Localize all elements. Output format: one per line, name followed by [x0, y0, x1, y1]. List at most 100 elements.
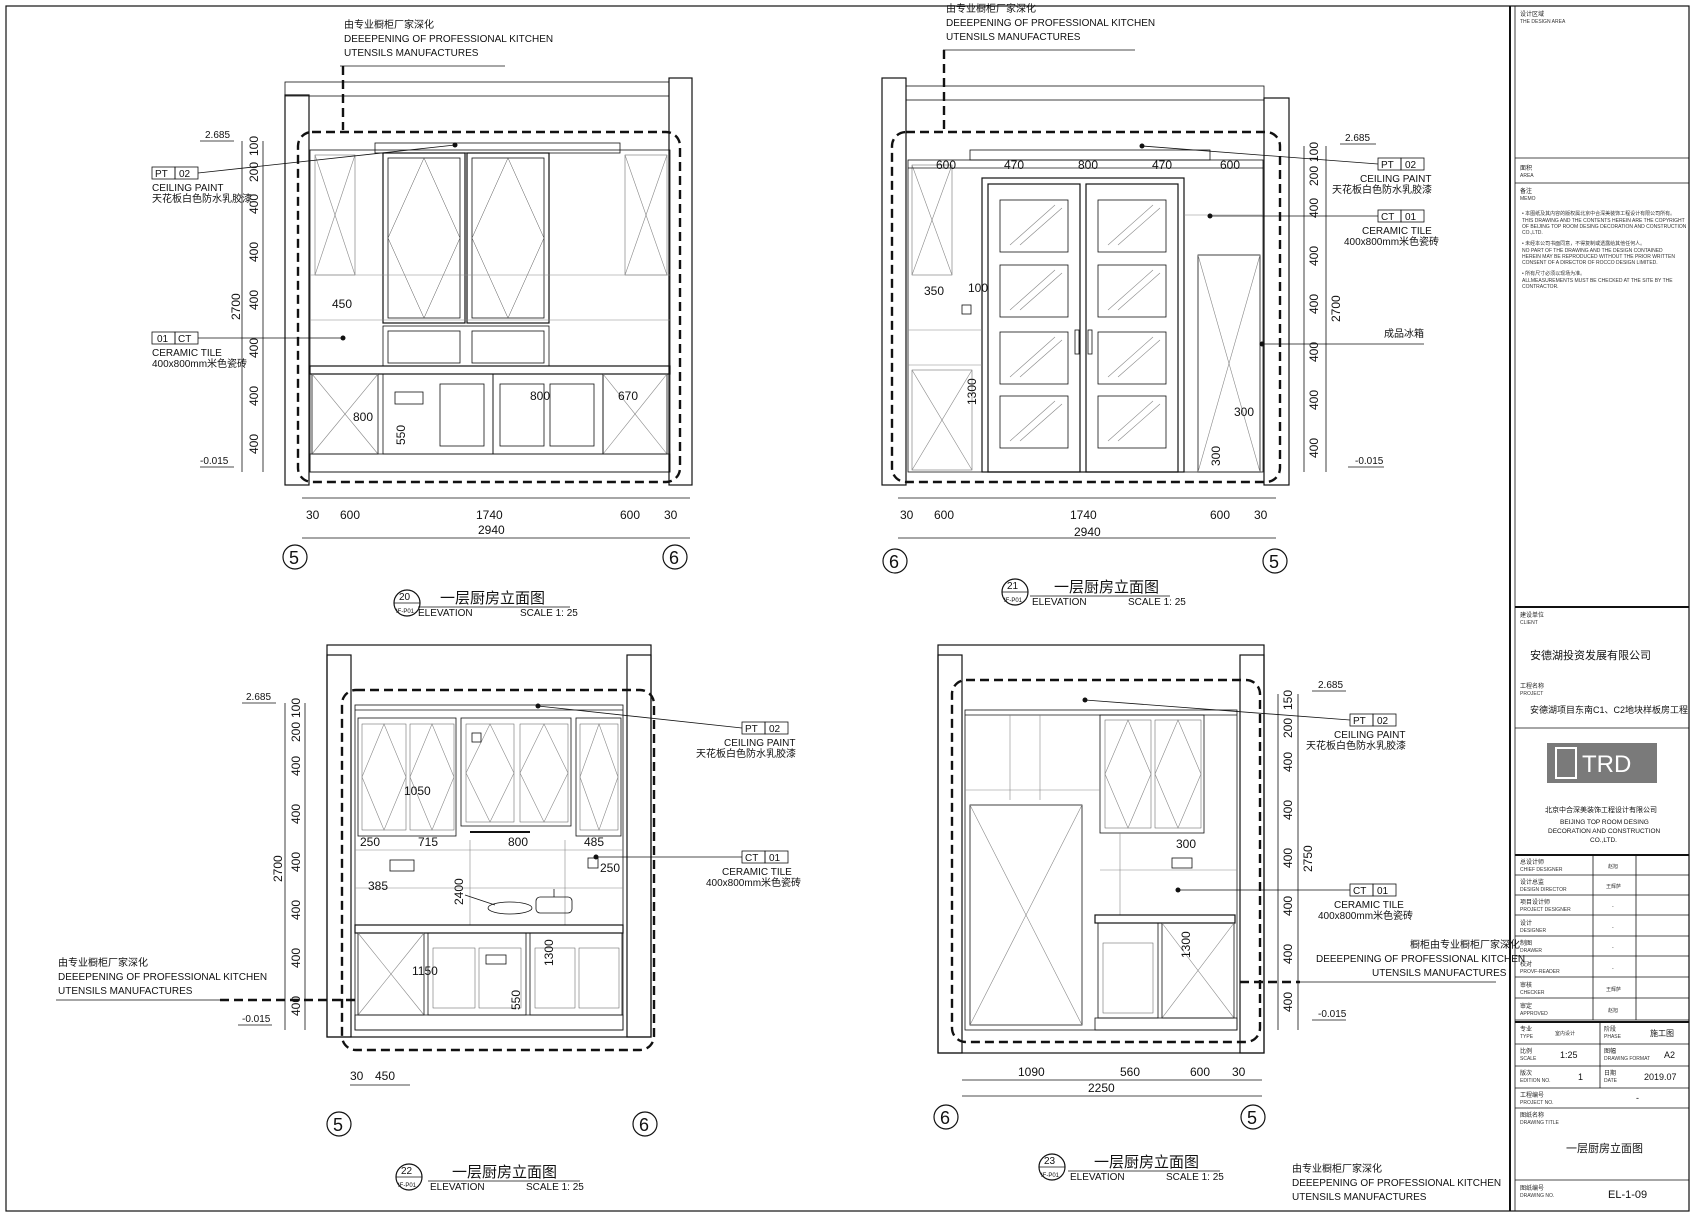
elevation-23: 300 1300 150 200 400 400 400 400 400 400… — [933, 644, 1525, 1203]
svg-text:设计: 设计 — [1520, 919, 1532, 927]
svg-text:470: 470 — [1152, 158, 1172, 172]
tall-cabinet-right — [466, 152, 550, 324]
svg-text:图纸名称: 图纸名称 — [1520, 1111, 1544, 1119]
svg-text:470: 470 — [1004, 158, 1024, 172]
svg-text:IF-P01: IF-P01 — [1004, 598, 1023, 604]
svg-text:APPROVED: APPROVED — [1520, 1011, 1548, 1017]
svg-text:校对: 校对 — [1520, 960, 1532, 968]
svg-text:23: 23 — [1044, 1156, 1056, 1167]
svg-text:20: 20 — [399, 592, 411, 603]
svg-text:6: 6 — [889, 552, 899, 572]
svg-text:400: 400 — [1281, 944, 1295, 964]
elevation-22: 2.685 100 200 400 400 400 400 400 400 27… — [56, 644, 801, 1193]
svg-text:800: 800 — [353, 410, 373, 424]
svg-text:CEILING PAINT: CEILING PAINT — [724, 738, 796, 749]
drawing-number: EL-1-09 — [1608, 1189, 1647, 1201]
svg-text:6: 6 — [940, 1108, 950, 1128]
double-door — [981, 177, 1185, 473]
svg-text:400: 400 — [247, 434, 261, 454]
svg-text:王辉萨: 王辉萨 — [1606, 986, 1621, 993]
svg-text:专业: 专业 — [1520, 1025, 1532, 1033]
svg-text:300: 300 — [1176, 837, 1196, 851]
svg-text:800: 800 — [530, 389, 550, 403]
svg-text:600: 600 — [1190, 1065, 1210, 1079]
svg-text:PROJECT: PROJECT — [1520, 691, 1543, 697]
svg-text:NO PART OF THE DRAWING AND THE: NO PART OF THE DRAWING AND THE DESIGN CO… — [1522, 248, 1663, 254]
svg-text:800: 800 — [508, 835, 528, 849]
svg-text:EDITION NO.: EDITION NO. — [1520, 1078, 1551, 1084]
svg-text:CT: CT — [1353, 886, 1366, 897]
svg-text:MEMO: MEMO — [1520, 196, 1536, 202]
svg-text:CEILING PAINT: CEILING PAINT — [1360, 174, 1432, 185]
svg-text:北京中合深美装饰工程设计有限公司: 北京中合深美装饰工程设计有限公司 — [1545, 805, 1657, 814]
svg-text:DEEEPENING OF PROFESSIONAL KIT: DEEEPENING OF PROFESSIONAL KITCHEN — [58, 972, 267, 983]
kitchen-scope-outline — [890, 130, 1282, 484]
svg-text:DESIGNER: DESIGNER — [1520, 928, 1547, 934]
svg-text:30: 30 — [350, 1069, 364, 1083]
kitchen-scope-outline — [950, 678, 1262, 1044]
svg-text:2.685: 2.685 — [1318, 680, 1343, 691]
svg-text:30: 30 — [1232, 1065, 1246, 1079]
svg-text:DEEEPENING OF PROFESSIONAL KIT: DEEEPENING OF PROFESSIONAL KITCHEN — [1316, 954, 1525, 965]
svg-text:CERAMIC TILE: CERAMIC TILE — [1334, 900, 1404, 911]
svg-text:UTENSILS MANUFACTURES: UTENSILS MANUFACTURES — [58, 986, 193, 997]
svg-text:-0.015: -0.015 — [1318, 1009, 1347, 1020]
svg-text:DRAWING TITLE: DRAWING TITLE — [1520, 1120, 1560, 1126]
svg-text:SCALE 1: 25: SCALE 1: 25 — [1166, 1172, 1224, 1183]
svg-text:UTENSILS MANUFACTURES: UTENSILS MANUFACTURES — [1292, 1192, 1427, 1203]
ceiling-slab — [284, 81, 670, 97]
svg-text:100: 100 — [1307, 142, 1321, 162]
svg-text:PHASE: PHASE — [1604, 1034, 1622, 1040]
svg-text:400: 400 — [247, 338, 261, 358]
svg-text:项目设计师: 项目设计师 — [1520, 898, 1550, 906]
svg-text:550: 550 — [509, 990, 523, 1010]
svg-text:天花板白色防水乳胶漆: 天花板白色防水乳胶漆 — [152, 192, 252, 205]
svg-text:PT: PT — [1353, 716, 1366, 727]
svg-text:400x800mm米色瓷砖: 400x800mm米色瓷砖 — [1344, 235, 1439, 248]
kitchen-scope-outline — [296, 130, 682, 484]
svg-text:制图: 制图 — [1520, 939, 1532, 947]
svg-text:100: 100 — [289, 698, 303, 718]
svg-text:400: 400 — [247, 386, 261, 406]
svg-text:450: 450 — [375, 1069, 395, 1083]
svg-text:DEEEPENING OF PROFESSIONAL KIT: DEEEPENING OF PROFESSIONAL KITCHEN — [1292, 1178, 1501, 1189]
svg-text:600: 600 — [936, 158, 956, 172]
view-title: 一层厨房立面图 — [1054, 579, 1159, 596]
svg-text:200: 200 — [1307, 166, 1321, 186]
svg-text:400: 400 — [1281, 992, 1295, 1012]
elevation-20: 由专业橱柜厂家深化 DEEEPENING OF PROFESSIONAL KIT… — [151, 18, 693, 619]
svg-text:400: 400 — [289, 852, 303, 872]
svg-text:PT: PT — [1381, 160, 1394, 171]
svg-text:天花板白色防水乳胶漆: 天花板白色防水乳胶漆 — [1332, 183, 1432, 196]
fridge — [1197, 254, 1261, 473]
svg-text:DRAWING FORMAT: DRAWING FORMAT — [1604, 1056, 1650, 1062]
svg-text:TYPE: TYPE — [1520, 1034, 1534, 1040]
svg-text:1300: 1300 — [965, 378, 979, 405]
svg-text:CO.,LTD.: CO.,LTD. — [1522, 230, 1543, 236]
svg-text:ELEVATION: ELEVATION — [1032, 597, 1087, 608]
svg-text:01: 01 — [157, 334, 169, 345]
svg-text:审定: 审定 — [1520, 1002, 1532, 1010]
svg-text:600: 600 — [934, 508, 954, 522]
svg-text:1: 1 — [1578, 1072, 1583, 1082]
svg-text:1300: 1300 — [542, 939, 556, 966]
svg-text:01: 01 — [1405, 212, 1417, 223]
svg-text:室内设计: 室内设计 — [1555, 1030, 1575, 1037]
sheet-border — [5, 5, 1690, 1212]
svg-text:CERAMIC TILE: CERAMIC TILE — [722, 867, 792, 878]
svg-text:ELEVATION: ELEVATION — [1070, 1172, 1125, 1183]
svg-text:02: 02 — [769, 724, 781, 735]
svg-text:350: 350 — [924, 284, 944, 298]
svg-text:AREA: AREA — [1520, 173, 1534, 179]
svg-text:比例: 比例 — [1520, 1047, 1532, 1055]
svg-text:HEREIN MAY BE REPRODUCED WITHO: HEREIN MAY BE REPRODUCED WITHOUT THE PRI… — [1522, 254, 1675, 260]
svg-text:02: 02 — [1405, 160, 1417, 171]
svg-text:600: 600 — [340, 508, 360, 522]
svg-text:400x800mm米色瓷砖: 400x800mm米色瓷砖 — [152, 357, 247, 370]
svg-text:2400: 2400 — [452, 878, 466, 905]
svg-text:由专业橱柜厂家深化: 由专业橱柜厂家深化 — [946, 2, 1036, 15]
svg-text:SCALE 1: 25: SCALE 1: 25 — [520, 608, 578, 619]
svg-text:600: 600 — [1210, 508, 1230, 522]
right-wall — [668, 77, 693, 486]
